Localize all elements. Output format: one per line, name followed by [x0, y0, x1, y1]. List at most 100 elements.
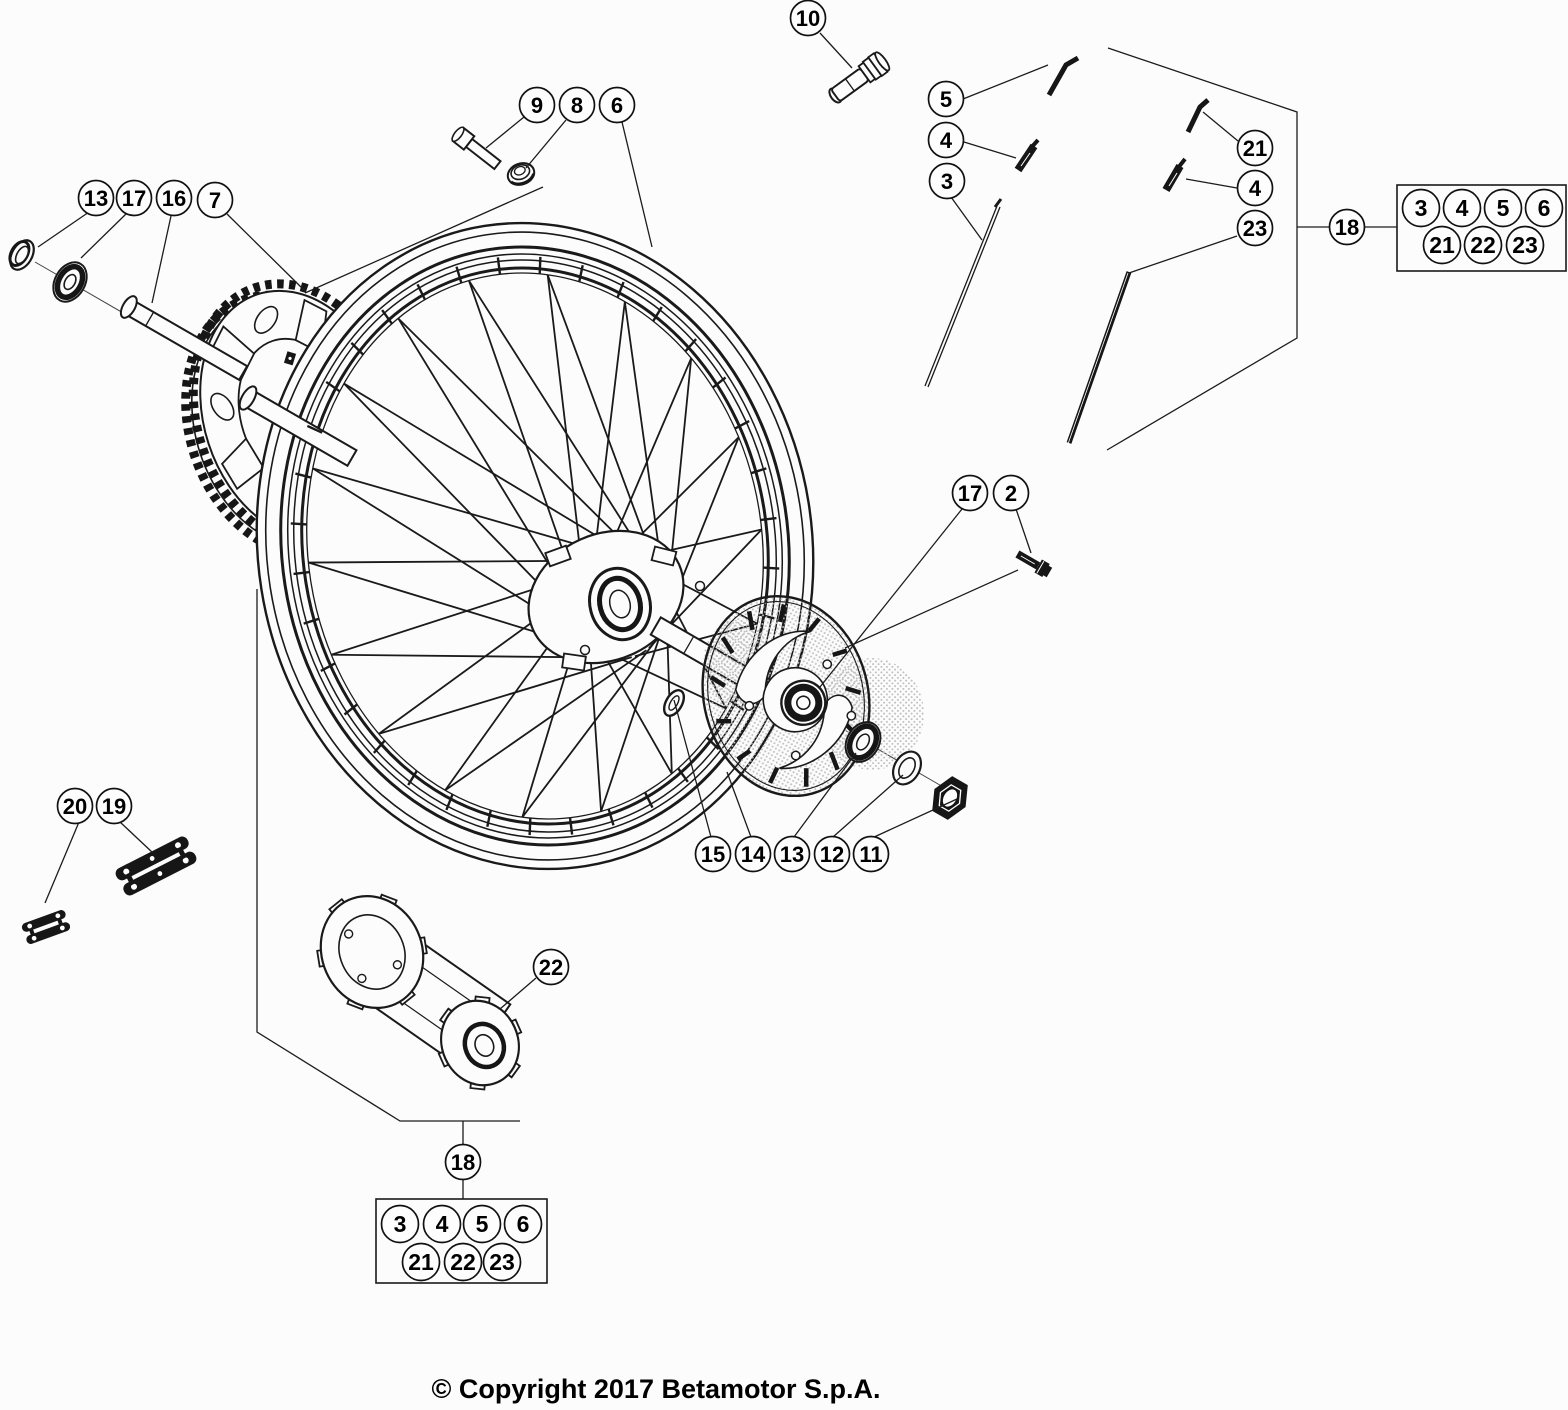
callout-21-right[interactable]: 21: [1236, 129, 1274, 167]
svg-text:3: 3: [941, 169, 953, 194]
svg-text:8: 8: [571, 93, 583, 118]
bearing-right: [844, 721, 882, 763]
callout-23-right[interactable]: 23: [1236, 209, 1274, 247]
svg-text:13: 13: [84, 186, 108, 211]
legend-right-item-4[interactable]: 4: [1442, 188, 1482, 228]
callout-13-mid[interactable]: 13: [773, 835, 811, 873]
spacer: [662, 689, 686, 717]
svg-text:4: 4: [1249, 176, 1262, 201]
leader-lines: [37, 32, 1239, 1010]
svg-text:21: 21: [408, 1249, 434, 1275]
bracket-bottom: [256, 589, 520, 1199]
bearing-left: [52, 261, 88, 303]
callout-16[interactable]: 16: [155, 179, 193, 217]
svg-text:22: 22: [539, 955, 563, 980]
callout-17-left[interactable]: 17: [115, 179, 153, 217]
svg-text:19: 19: [102, 794, 126, 819]
callout-3-top[interactable]: 3: [928, 162, 966, 200]
svg-text:18: 18: [451, 1150, 475, 1175]
svg-text:5: 5: [1497, 195, 1510, 221]
legend-right-item-3[interactable]: 3: [1401, 188, 1441, 228]
callout-18-right[interactable]: 18: [1328, 208, 1366, 246]
spoke-kit-parts: [924, 55, 1210, 445]
callout-6[interactable]: 6: [598, 86, 636, 124]
svg-text:4: 4: [940, 128, 953, 153]
svg-text:12: 12: [820, 842, 844, 867]
svg-text:9: 9: [531, 93, 543, 118]
legend-bottom-item-3[interactable]: 3: [380, 1204, 420, 1244]
callout-10[interactable]: 10: [789, 0, 827, 37]
callout-4-right[interactable]: 4: [1236, 169, 1274, 207]
svg-text:15: 15: [701, 842, 725, 867]
legend-box-right: [1396, 184, 1567, 272]
callout-13-left[interactable]: 13: [77, 179, 115, 217]
svg-text:18: 18: [1335, 215, 1359, 240]
svg-text:21: 21: [1429, 232, 1455, 258]
legend-right-item-23[interactable]: 23: [1505, 225, 1545, 265]
svg-text:11: 11: [859, 842, 882, 867]
callout-9[interactable]: 9: [518, 86, 556, 124]
legend-right-item-5[interactable]: 5: [1483, 188, 1523, 228]
wheel-hub: [527, 529, 706, 672]
svg-text:4: 4: [1456, 195, 1469, 221]
svg-text:23: 23: [489, 1249, 515, 1275]
disc-bearing: [780, 679, 827, 726]
svg-text:21: 21: [1243, 136, 1267, 161]
axle: [119, 295, 249, 382]
chain-clip-link: [21, 910, 71, 944]
callout-8[interactable]: 8: [558, 86, 596, 124]
axle-nut: [932, 776, 968, 820]
legend-box-bottom: [375, 1198, 548, 1284]
legend-bottom-item-5[interactable]: 5: [462, 1204, 502, 1244]
svg-text:13: 13: [780, 842, 804, 867]
callout-11[interactable]: 11: [852, 835, 890, 873]
svg-text:17: 17: [958, 481, 982, 506]
seal-cap: [8, 239, 35, 271]
brake-disc: [701, 594, 871, 798]
rear-hub: [316, 893, 523, 1091]
svg-text:3: 3: [394, 1211, 407, 1237]
svg-text:14: 14: [741, 842, 766, 867]
svg-text:7: 7: [209, 188, 221, 213]
legend-bottom-item-21[interactable]: 21: [401, 1242, 441, 1282]
callout-7[interactable]: 7: [196, 181, 234, 219]
callout-15[interactable]: 15: [694, 835, 732, 873]
callout-19[interactable]: 19: [95, 787, 133, 825]
legend-right-item-21[interactable]: 21: [1422, 225, 1462, 265]
legend-right-item-6[interactable]: 6: [1524, 188, 1564, 228]
disc-bolt: [1015, 550, 1053, 578]
legend-bottom-item-22[interactable]: 22: [443, 1242, 483, 1282]
callout-12[interactable]: 12: [813, 835, 851, 873]
callout-22[interactable]: 22: [532, 948, 570, 986]
axle-middle-segment: [238, 385, 358, 468]
callout-5[interactable]: 5: [927, 80, 965, 118]
callout-18-bottom[interactable]: 18: [444, 1143, 482, 1181]
callout-20[interactable]: 20: [56, 787, 94, 825]
svg-text:22: 22: [450, 1249, 476, 1275]
callout-4-top[interactable]: 4: [927, 121, 965, 159]
legend-bottom-item-6[interactable]: 6: [503, 1204, 543, 1244]
legend-bottom-item-4[interactable]: 4: [422, 1204, 462, 1244]
sprocket-bolt: [451, 126, 502, 171]
sprocket-nut: [506, 162, 536, 186]
svg-text:5: 5: [476, 1211, 489, 1237]
svg-text:4: 4: [436, 1211, 449, 1237]
svg-text:17: 17: [122, 186, 146, 211]
copyright-text: © Copyright 2017 Betamotor S.p.A.: [431, 1374, 881, 1404]
svg-text:16: 16: [162, 186, 186, 211]
svg-text:2: 2: [1005, 481, 1017, 506]
legend-bottom-item-23[interactable]: 23: [482, 1242, 522, 1282]
bracket-right: [1106, 47, 1397, 451]
callout-2[interactable]: 2: [992, 474, 1030, 512]
callout-17-mid[interactable]: 17: [951, 474, 989, 512]
svg-text:6: 6: [517, 1211, 530, 1237]
legend-right-item-22[interactable]: 22: [1463, 225, 1503, 265]
tire-valve: [828, 51, 891, 104]
svg-text:20: 20: [63, 794, 87, 819]
svg-text:23: 23: [1512, 232, 1538, 258]
callout-14[interactable]: 14: [734, 835, 772, 873]
washer: [891, 750, 923, 786]
svg-text:10: 10: [796, 6, 820, 31]
